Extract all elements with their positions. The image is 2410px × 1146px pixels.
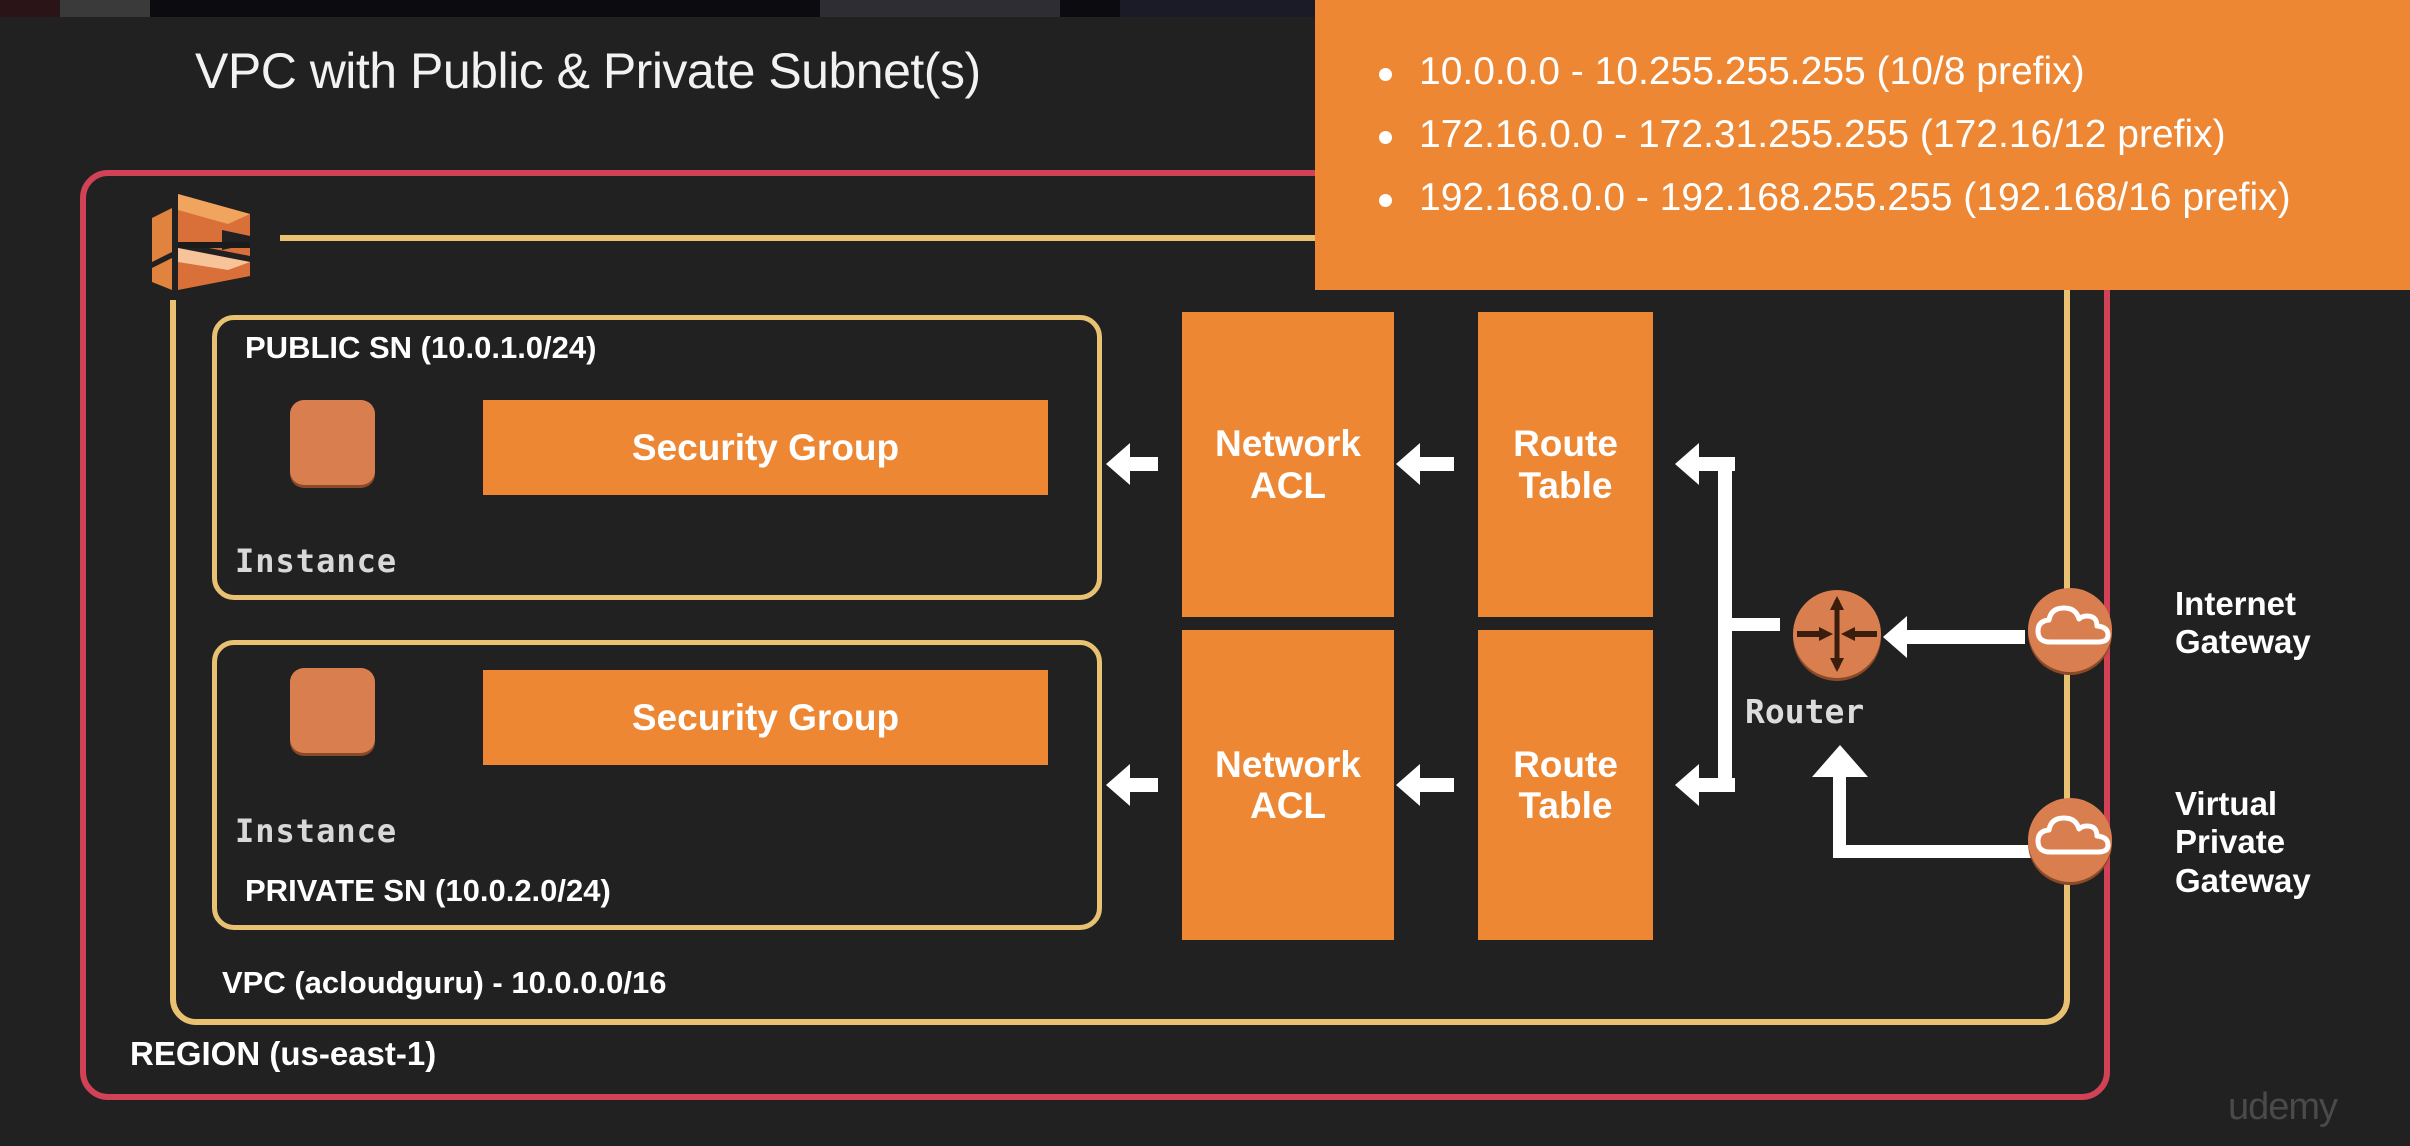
nacl-line1: Network bbox=[1215, 743, 1361, 785]
security-group-label: Security Group bbox=[631, 696, 900, 738]
list-item: 172.16.0.0 - 172.31.255.255 (172.16/12 p… bbox=[1375, 103, 2410, 166]
vpn-path-vertical bbox=[1833, 770, 1846, 850]
security-group-label: Security Group bbox=[631, 426, 900, 468]
instance-icon[interactable] bbox=[290, 668, 375, 753]
router-label: Router bbox=[1745, 692, 1865, 731]
vpc-label: VPC (acloudguru) - 10.0.0.0/16 bbox=[222, 965, 667, 1000]
public-subnet-label: PUBLIC SN (10.0.1.0/24) bbox=[245, 330, 597, 365]
instance-icon[interactable] bbox=[290, 400, 375, 485]
arrow-route-to-nacl-private bbox=[1396, 764, 1454, 806]
virtual-private-gateway-cloud-icon[interactable] bbox=[2028, 798, 2112, 882]
instance-label: Instance bbox=[235, 812, 398, 850]
private-subnet-box bbox=[212, 640, 1102, 930]
route-table-private[interactable]: Route Table bbox=[1478, 630, 1653, 940]
strip-segment bbox=[820, 0, 1060, 17]
route-line1: Route bbox=[1513, 423, 1618, 465]
arrow-vpn-gateway-to-router bbox=[1812, 745, 1868, 777]
private-ip-ranges-list: 10.0.0.0 - 10.255.255.255 (10/8 prefix) … bbox=[1375, 40, 2410, 230]
network-acl-private[interactable]: Network ACL bbox=[1182, 630, 1394, 940]
router-icon[interactable] bbox=[1793, 590, 1881, 678]
page-title: VPC with Public & Private Subnet(s) bbox=[195, 43, 981, 99]
private-ip-ranges-callout: 10.0.0.0 - 10.255.255.255 (10/8 prefix) … bbox=[1315, 0, 2410, 290]
nacl-line2: ACL bbox=[1249, 464, 1327, 506]
list-item: 10.0.0.0 - 10.255.255.255 (10/8 prefix) bbox=[1375, 40, 2410, 103]
internet-gateway-cloud-icon[interactable] bbox=[2028, 588, 2112, 672]
security-group-public[interactable]: Security Group bbox=[483, 400, 1048, 495]
arrow-nacl-to-sg-private bbox=[1106, 764, 1158, 806]
arrow-router-to-route-private bbox=[1675, 764, 1735, 806]
security-group-private[interactable]: Security Group bbox=[483, 670, 1048, 765]
strip-segment bbox=[1120, 0, 1330, 17]
private-subnet-label: PRIVATE SN (10.0.2.0/24) bbox=[245, 873, 611, 908]
network-acl-public[interactable]: Network ACL bbox=[1182, 312, 1394, 617]
router-bus-stub bbox=[1718, 618, 1780, 631]
udemy-watermark: udemy bbox=[2228, 1086, 2338, 1128]
virtual-private-gateway-label: Virtual Private Gateway bbox=[2175, 785, 2311, 899]
route-line2: Table bbox=[1518, 464, 1613, 506]
arrow-nacl-to-sg-public bbox=[1106, 443, 1158, 485]
arrow-route-to-nacl-public bbox=[1396, 443, 1454, 485]
instance-label: Instance bbox=[235, 542, 398, 580]
strip-segment bbox=[60, 0, 150, 17]
list-item: 192.168.0.0 - 192.168.255.255 (192.168/1… bbox=[1375, 166, 2410, 229]
internet-gateway-label: Internet Gateway bbox=[2175, 585, 2311, 661]
vpn-path-horizontal bbox=[1833, 845, 2033, 858]
route-line2: Table bbox=[1518, 785, 1613, 826]
strip-segment bbox=[0, 0, 60, 17]
region-label: REGION (us-east-1) bbox=[130, 1035, 437, 1072]
arrow-internet-gateway-to-router bbox=[1883, 616, 2025, 658]
nacl-line1: Network bbox=[1215, 423, 1361, 465]
nacl-line2: ACL bbox=[1249, 785, 1327, 826]
aws-vpc-cube-icon bbox=[150, 190, 270, 300]
route-line1: Route bbox=[1513, 743, 1618, 785]
public-subnet-box bbox=[212, 315, 1102, 600]
route-table-public[interactable]: Route Table bbox=[1478, 312, 1653, 617]
